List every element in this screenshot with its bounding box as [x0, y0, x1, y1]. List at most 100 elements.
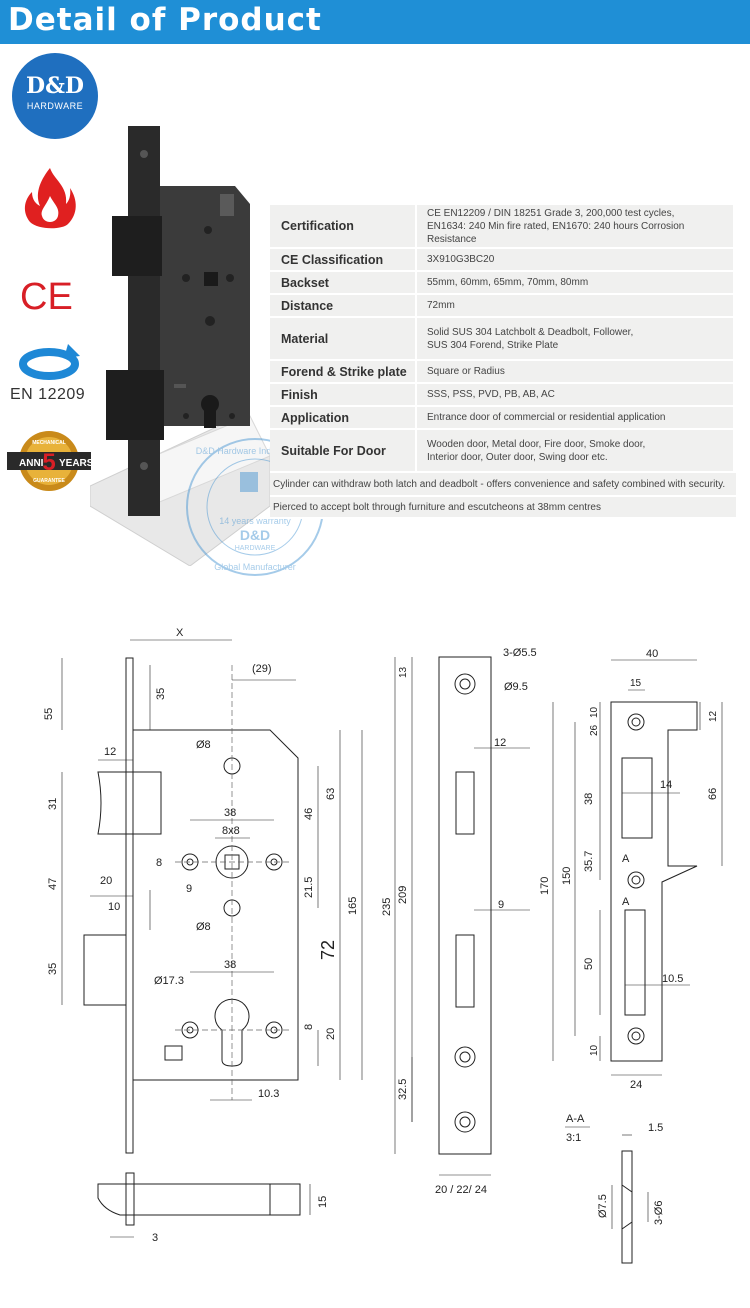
brand-logo-sub: HARDWARE — [26, 101, 84, 111]
svg-text:GUARANTEE: GUARANTEE — [33, 478, 65, 484]
svg-text:31: 31 — [47, 798, 59, 810]
svg-text:D&D: D&D — [240, 527, 270, 543]
spec-value: CE EN12209 / DIN 18251 Grade 3, 200,000 … — [415, 205, 733, 247]
svg-text:MECHANICAL: MECHANICAL — [32, 440, 66, 446]
ce-mark: CE — [20, 276, 73, 315]
svg-text:14: 14 — [660, 779, 672, 791]
mortise-lock-photo — [90, 126, 271, 566]
svg-text:Ø7.5: Ø7.5 — [597, 1194, 609, 1218]
svg-text:5: 5 — [42, 449, 55, 476]
svg-text:35: 35 — [155, 688, 167, 700]
lock-body-drawing — [61, 639, 363, 1238]
ce-mark-icon: CE — [20, 276, 73, 315]
svg-text:170: 170 — [539, 877, 551, 895]
svg-text:15: 15 — [630, 678, 642, 689]
spec-value: Entrance door of commercial or residenti… — [415, 407, 733, 428]
svg-text:35.7: 35.7 — [583, 851, 595, 872]
brand-logo: D&D HARDWARE — [12, 53, 98, 139]
svg-text:14 years warranty: 14 years warranty — [219, 516, 291, 526]
svg-text:3-Ø6: 3-Ø6 — [653, 1201, 665, 1225]
spec-value: 55mm, 60mm, 65mm, 70mm, 80mm — [415, 272, 733, 293]
svg-text:40: 40 — [646, 648, 658, 660]
svg-text:21.5: 21.5 — [303, 877, 315, 898]
svg-text:8x8: 8x8 — [222, 825, 240, 837]
svg-text:47: 47 — [47, 878, 59, 890]
svg-text:63: 63 — [325, 788, 337, 800]
svg-text:ANNI: ANNI — [19, 458, 44, 469]
svg-text:50: 50 — [583, 958, 595, 970]
technical-drawing: X (29) 55 35 12 31 Ø8 38 8x8 46 63 8 9 4… — [43, 627, 723, 1264]
svg-text:15: 15 — [317, 1196, 329, 1208]
spec-row-finish: Finish SSS, PSS, PVD, PB, AB, AC — [270, 384, 733, 407]
svg-text:20: 20 — [325, 1028, 337, 1040]
svg-text:235: 235 — [381, 898, 393, 916]
strike-plate-drawing — [552, 659, 723, 1076]
spec-value: 72mm — [415, 295, 733, 316]
spec-value: Solid SUS 304 Latchbolt & Deadbolt, Foll… — [415, 318, 733, 359]
svg-text:165: 165 — [347, 897, 359, 915]
spec-value: Square or Radius — [415, 361, 733, 382]
svg-text:10.5: 10.5 — [662, 973, 683, 985]
svg-text:10.3: 10.3 — [258, 1088, 279, 1100]
svg-text:8: 8 — [156, 857, 162, 869]
svg-text:A: A — [622, 896, 630, 908]
page-title: Detail of Product — [8, 2, 322, 38]
svg-text:46: 46 — [303, 808, 315, 820]
header-bar: Detail of Product — [0, 0, 750, 44]
spec-label: CE Classification — [281, 252, 384, 267]
brand-logo-text: D&D — [25, 73, 85, 99]
spec-label: Finish — [281, 387, 318, 402]
svg-text:(29): (29) — [252, 663, 272, 675]
watermark-seal: 14 years warranty D&D HARDWARE D&D Hardw… — [186, 438, 324, 576]
svg-text:Ø9.5: Ø9.5 — [504, 681, 528, 693]
spec-label: Distance — [281, 298, 334, 313]
en-standard-label: EN 12209 — [10, 386, 86, 403]
spec-value: Wooden door, Metal door, Fire door, Smok… — [415, 430, 733, 471]
svg-text:8: 8 — [303, 1024, 315, 1030]
svg-text:10: 10 — [589, 706, 600, 718]
spec-label: Material — [281, 331, 329, 346]
spec-row-forend: Forend & Strike plate Square or Radius — [270, 361, 733, 384]
svg-text:38: 38 — [224, 959, 236, 971]
svg-text:150: 150 — [561, 867, 573, 885]
svg-text:66: 66 — [707, 788, 719, 800]
svg-text:9: 9 — [498, 899, 504, 911]
spec-row-material: Material Solid SUS 304 Latchbolt & Deadb… — [270, 318, 733, 361]
spec-note-cylinder: Cylinder can withdraw both latch and dea… — [270, 473, 736, 497]
svg-text:72: 72 — [318, 940, 338, 960]
svg-text:38: 38 — [224, 807, 236, 819]
warranty-badge-icon: MECHANICAL ANNI 5 YEARS GUARANTEE — [7, 431, 93, 491]
svg-text:X: X — [176, 627, 184, 639]
svg-text:Ø8: Ø8 — [196, 921, 211, 933]
svg-text:24: 24 — [630, 1079, 642, 1091]
spec-label: Suitable For Door — [281, 443, 386, 458]
cycle-icon — [19, 344, 80, 380]
spec-value: 3X910G3BC20 — [415, 249, 733, 270]
svg-text:38: 38 — [583, 793, 595, 805]
svg-text:3: 3 — [152, 1232, 158, 1244]
svg-text:3-Ø5.5: 3-Ø5.5 — [503, 647, 537, 659]
svg-text:1.5: 1.5 — [648, 1122, 663, 1134]
svg-text:10: 10 — [108, 901, 120, 913]
spec-label: Forend & Strike plate — [281, 364, 407, 379]
svg-text:12: 12 — [104, 746, 116, 758]
svg-text:Ø8: Ø8 — [196, 739, 211, 751]
svg-text:A: A — [622, 853, 630, 865]
svg-text:209: 209 — [397, 886, 409, 904]
svg-text:10: 10 — [589, 1044, 600, 1056]
spec-row-application: Application Entrance door of commercial … — [270, 407, 733, 430]
spec-row-ce-classification: CE Classification 3X910G3BC20 — [270, 249, 733, 272]
spec-label: Backset — [281, 275, 329, 290]
svg-text:13: 13 — [398, 666, 409, 678]
fire-icon — [24, 168, 76, 229]
svg-text:3:1: 3:1 — [566, 1132, 581, 1144]
spec-label: Certification — [281, 219, 354, 233]
svg-text:20: 20 — [100, 875, 112, 887]
svg-text:35: 35 — [47, 963, 59, 975]
svg-text:32.5: 32.5 — [397, 1079, 409, 1100]
spec-row-backset: Backset 55mm, 60mm, 65mm, 70mm, 80mm — [270, 272, 733, 295]
svg-text:12: 12 — [708, 710, 719, 722]
svg-text:Global Manufacturer: Global Manufacturer — [214, 562, 296, 572]
spec-label: Application — [281, 410, 350, 425]
svg-text:D&D Hardware Industrial Co.,: D&D Hardware Industrial Co., — [196, 446, 315, 456]
